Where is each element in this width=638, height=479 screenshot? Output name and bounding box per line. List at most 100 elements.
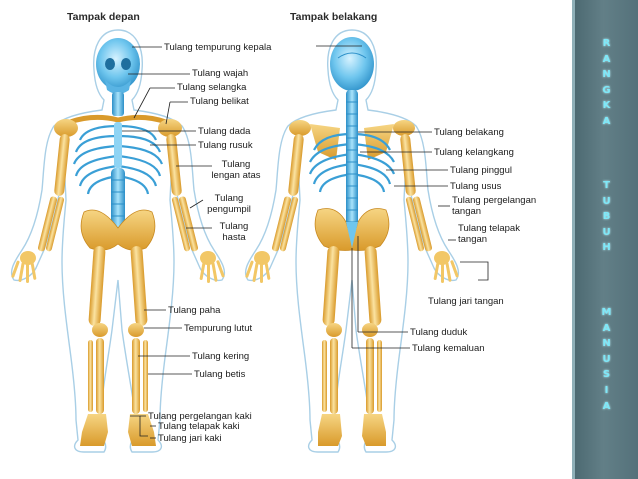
back-knee-right <box>362 323 378 337</box>
back-skull-suture <box>337 52 367 59</box>
front-kneecap-left <box>92 323 108 337</box>
back-hand-left <box>245 251 271 283</box>
front-femur-left <box>88 246 106 326</box>
front-fibula-left <box>88 340 93 412</box>
back-spine <box>346 90 358 236</box>
label-scapula: Tulang belikat <box>190 96 249 107</box>
label-radius: Tulang pengumpil <box>207 193 251 215</box>
side-title-letter: U <box>602 353 611 365</box>
back-vertebra-lines <box>346 101 358 223</box>
front-jaw <box>105 80 131 94</box>
side-title-letter: A <box>602 400 611 412</box>
label-kneecap: Tempurung lutut <box>184 323 253 334</box>
front-skull <box>96 38 140 90</box>
side-title-letter: A <box>602 322 611 334</box>
label-finger-bones: Tulang jari tangan <box>428 296 504 307</box>
front-ulna-right <box>171 196 191 252</box>
label-ribs: Tulang rusuk <box>198 140 253 151</box>
back-fibula-right <box>377 340 382 412</box>
back-fibula-left <box>322 340 327 412</box>
back-ulna-right <box>405 196 425 252</box>
side-title-letter: U <box>602 195 611 207</box>
back-scapula-left <box>310 124 340 160</box>
label-pubis: Tulang kemaluan <box>412 343 485 354</box>
front-shoulder-right <box>158 119 182 137</box>
back-ulna-left <box>279 196 299 252</box>
front-tibia-right <box>132 338 140 414</box>
side-title-letter: G <box>602 84 611 96</box>
side-title-letter: R <box>602 38 611 49</box>
side-title-letter: K <box>602 100 611 112</box>
label-sacrum: Tulang kelangkang <box>434 147 514 158</box>
label-facial-bones: Tulang wajah <box>192 68 249 79</box>
front-kneecap-right <box>128 323 144 337</box>
label-sternum: Tulang dada <box>198 126 251 137</box>
label-metatarsals: Tulang telapak kaki <box>158 421 240 432</box>
front-foot-left <box>80 414 108 446</box>
back-hand-right <box>433 251 459 283</box>
front-eye-socket-right <box>121 58 131 70</box>
front-humerus-left <box>54 134 70 196</box>
front-vertebra-lines <box>111 179 125 217</box>
front-ulna-left <box>45 196 65 252</box>
side-title-letter: H <box>602 242 611 254</box>
front-skeleton <box>10 29 226 453</box>
front-femur-right <box>130 246 148 326</box>
front-pelvis <box>80 209 156 251</box>
side-title-letter: T <box>603 180 610 191</box>
back-foot-left <box>318 414 342 446</box>
back-humerus-right <box>400 134 416 196</box>
label-hip-bone: Tulang pinggul <box>450 165 512 176</box>
front-neck-spine <box>112 92 124 116</box>
side-title-letter: S <box>602 369 611 381</box>
front-radius-right <box>178 196 199 252</box>
front-tibia-left <box>96 338 104 414</box>
back-foot-right <box>362 414 386 446</box>
leader-lines <box>122 45 489 439</box>
label-ulna: Tulang hasta <box>219 221 249 243</box>
back-scapula-right <box>364 124 394 160</box>
back-knee-left <box>326 323 342 337</box>
front-sternum <box>114 122 122 168</box>
label-tarsals: Tulang pergelangan kaki <box>148 411 252 422</box>
front-clavicles <box>67 114 169 125</box>
side-title-letter: M <box>601 307 612 318</box>
front-radius-left <box>37 196 58 252</box>
front-humerus-right <box>166 134 182 196</box>
side-title-letter: A <box>602 115 611 127</box>
back-femur-left <box>322 246 340 326</box>
back-sacrum <box>346 222 358 248</box>
front-fibula-right <box>143 340 148 412</box>
back-shoulder-left <box>289 120 311 136</box>
label-femur: Tulang paha <box>168 305 221 316</box>
front-view-title: Tampak depan <box>67 11 140 23</box>
back-skull <box>330 37 374 91</box>
side-title-letter: N <box>602 338 611 350</box>
label-vertebral-column: Tulang belakang <box>434 127 504 138</box>
side-title-letter: B <box>602 211 611 223</box>
front-shoulder-left <box>54 119 78 137</box>
label-toe-bones: Tulang jari kaki <box>158 433 222 444</box>
back-tibia-right <box>366 338 374 414</box>
back-shoulder-right <box>393 120 415 136</box>
label-clavicle: Tulang selangka <box>177 82 247 93</box>
label-metacarpals: Tulang telapak tangan <box>458 223 520 245</box>
back-skeleton <box>244 29 460 453</box>
front-hand-left <box>11 251 37 283</box>
back-femur-right <box>364 246 382 326</box>
label-tibia: Tulang kering <box>192 351 250 362</box>
back-radius-right <box>412 196 433 252</box>
back-view-title: Tampak belakang <box>290 11 378 23</box>
label-humerus: Tulang lengan atas <box>211 159 261 181</box>
side-title-letter: N <box>602 69 611 81</box>
back-humerus-left <box>288 134 304 196</box>
back-tibia-left <box>330 338 338 414</box>
side-title-letter: I <box>604 384 609 396</box>
label-skull: Tulang tempurung kepala <box>164 42 272 53</box>
front-ribcage <box>72 124 164 195</box>
